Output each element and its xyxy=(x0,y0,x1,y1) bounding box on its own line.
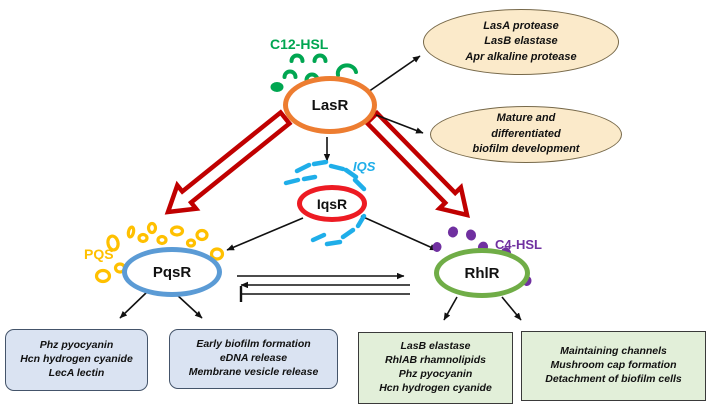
box-line: Maintaining channels xyxy=(560,345,667,358)
ellipse-line: LasB elastase xyxy=(484,35,558,48)
box-line: Hcn hydrogen cyanide xyxy=(20,353,133,366)
node-rhlr: RhlR xyxy=(434,248,530,298)
arrow-rhlr-to-box3 xyxy=(443,296,458,321)
box-line: Detachment of biofilm cells xyxy=(545,372,682,385)
box-line: Mushroom cap formation xyxy=(550,359,677,372)
pqs-label: PQS xyxy=(84,246,114,262)
arrow-iqsr-to-rhlr xyxy=(360,215,438,251)
activation-arrow-lasr-to-pqsr xyxy=(164,109,293,215)
c12-hsl-label: C12-HSL xyxy=(270,36,329,52)
ellipse-line: biofilm development xyxy=(472,143,580,156)
c4-hsl-label: C4-HSL xyxy=(495,237,542,252)
rhlr-products-box: LasB elastase RhlAB rhamnolipids Phz pyo… xyxy=(358,332,513,404)
lasr-products-ellipse: LasA protease LasB elastase Apr alkaline… xyxy=(423,9,619,75)
box-line: LasB elastase xyxy=(400,340,471,353)
node-lasr-label: LasR xyxy=(311,96,349,114)
node-lasr: LasR xyxy=(283,76,377,134)
black-arrows xyxy=(119,55,522,321)
arrow-pqsr-to-box2 xyxy=(175,293,203,319)
node-iqsr: IqsR xyxy=(297,185,367,222)
box-line: Hcn hydrogen cyanide xyxy=(379,381,492,394)
pqs-molecule-icons xyxy=(94,221,225,284)
iqs-molecule-icons xyxy=(283,159,367,247)
ellipse-line: differentiated xyxy=(491,127,561,140)
node-iqsr-label: IqsR xyxy=(316,195,348,212)
pqsr-products-box: Phz pyocyanin Hcn hydrogen cyanide LecA … xyxy=(5,329,148,391)
ellipse-line: Mature and xyxy=(496,112,556,125)
biofilm-development-ellipse: Mature and differentiated biofilm develo… xyxy=(430,106,622,163)
box-line: LecA lectin xyxy=(48,366,105,379)
rhlr-biofilm-box: Maintaining channels Mushroom cap format… xyxy=(521,331,706,401)
box-line: Phz pyocyanin xyxy=(398,368,473,380)
node-rhlr-label: RhlR xyxy=(464,264,500,282)
ellipse-line: Apr alkaline protease xyxy=(465,50,577,63)
c12-hsl-molecule-icons xyxy=(270,53,358,92)
arrow-pqsr-to-box1 xyxy=(119,291,148,319)
arrow-lasr-to-proteases xyxy=(367,55,421,93)
pqsr-rhlr-crosstalk xyxy=(237,272,410,302)
pqsr-biofilm-box: Early biofilm formation eDNA release Mem… xyxy=(169,329,338,389)
ellipse-line: LasA protease xyxy=(483,19,559,32)
arrow-lasr-to-biofilm xyxy=(375,114,424,134)
arrow-rhlr-to-box4 xyxy=(501,296,522,321)
node-pqsr: PqsR xyxy=(122,247,222,297)
arrow-iqsr-to-pqsr xyxy=(226,217,304,251)
box-line: Early biofilm formation xyxy=(196,338,311,351)
iqs-label: IQS xyxy=(353,159,376,174)
box-line: RhlAB rhamnolipids xyxy=(385,354,486,367)
activation-arrow-lasr-to-rhlr xyxy=(363,109,470,219)
box-line: eDNA release xyxy=(219,352,288,365)
node-pqsr-label: PqsR xyxy=(152,263,192,281)
box-line: Membrane vesicle release xyxy=(188,365,319,378)
box-line: Phz pyocyanin xyxy=(39,339,114,352)
